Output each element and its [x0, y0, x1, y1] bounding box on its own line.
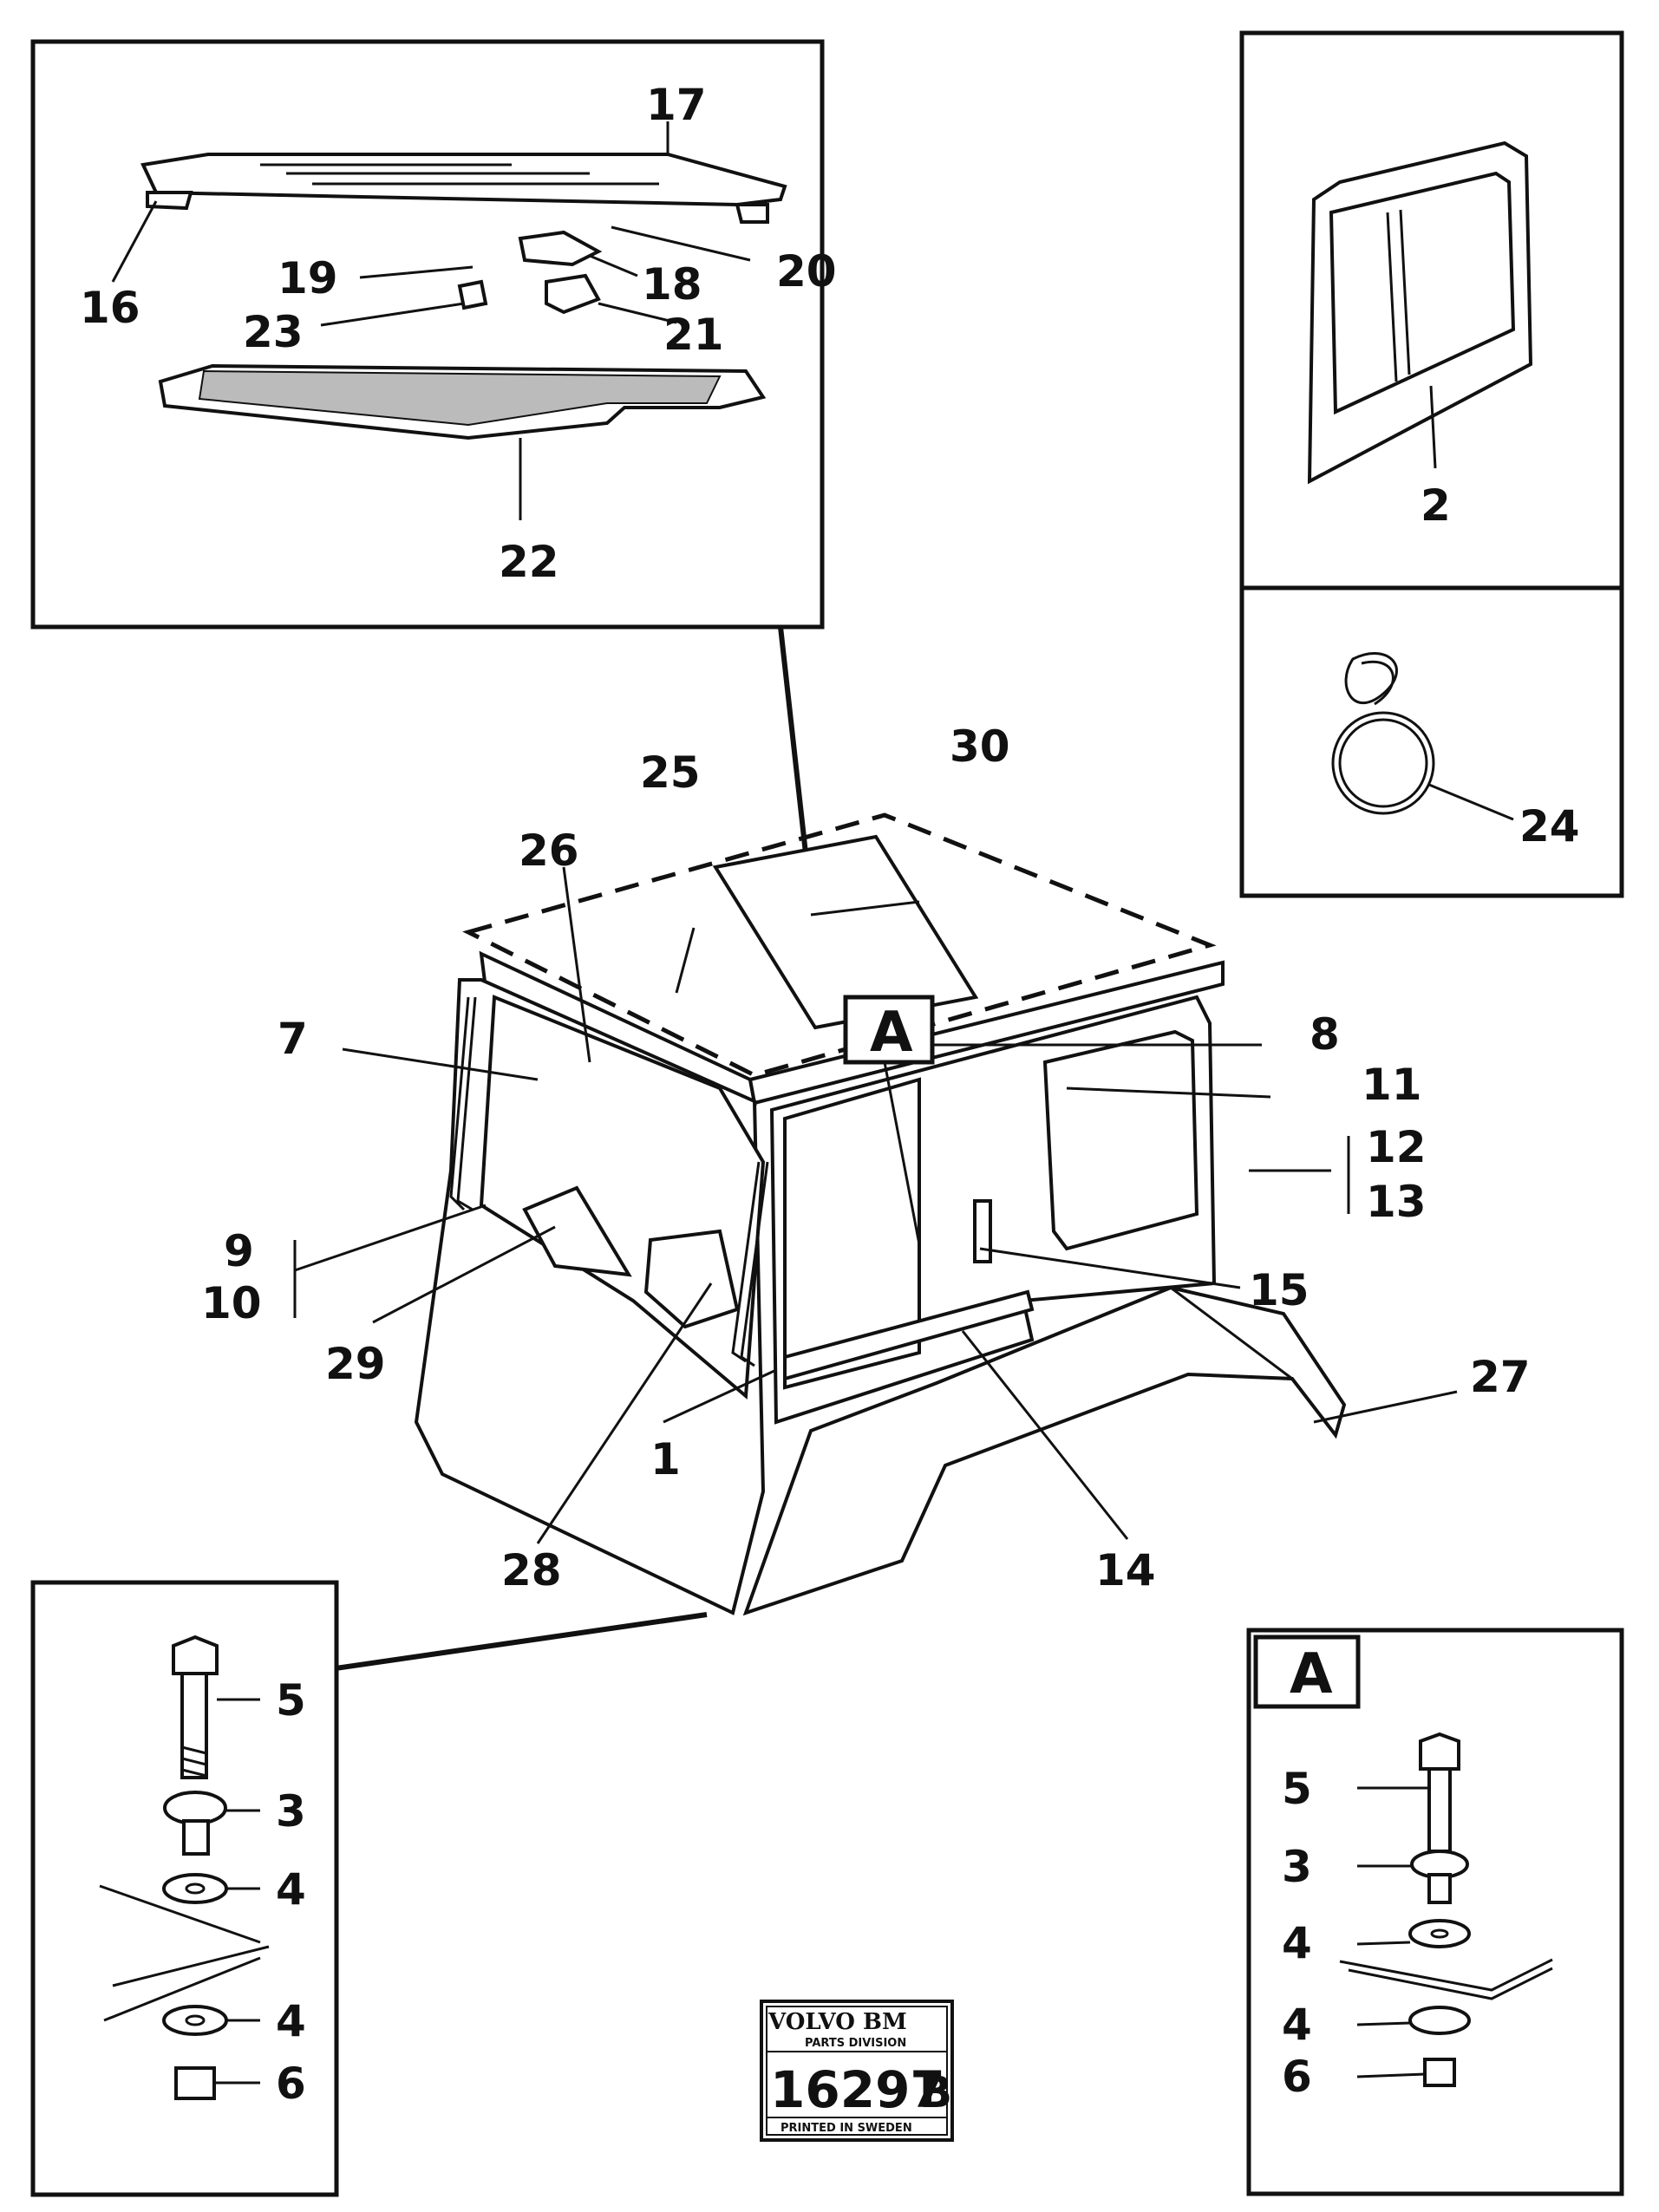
- callout-4: 4: [1282, 1918, 1312, 1968]
- detail-a-label: A: [1290, 1642, 1333, 1706]
- callout-30: 30: [950, 721, 1010, 772]
- callout-22: 22: [499, 537, 559, 587]
- callout-9: 9: [224, 1226, 254, 1276]
- callout-28: 28: [501, 1545, 562, 1595]
- callout-27: 27: [1470, 1352, 1531, 1402]
- callout-15: 15: [1249, 1265, 1310, 1315]
- callout-24: 24: [1519, 801, 1580, 852]
- callout-25: 25: [640, 747, 701, 798]
- callout-23: 23: [243, 307, 304, 357]
- inset-cab-mounting: 5 3 4 4 6: [30, 1580, 339, 2197]
- callout-4: 4: [276, 1864, 306, 1915]
- inset-door: 2: [1239, 30, 1624, 591]
- callout-10: 10: [201, 1278, 262, 1328]
- callout-18: 18: [642, 259, 702, 310]
- callout-29: 29: [325, 1339, 386, 1389]
- stamp-brand: VOLVO BM: [767, 2009, 907, 2035]
- callout-8: 8: [1310, 1009, 1340, 1060]
- callout-21: 21: [663, 310, 724, 360]
- callout-7: 7: [278, 1014, 308, 1064]
- detail-marker-a: A: [870, 1001, 913, 1065]
- callout-5: 5: [1282, 1764, 1312, 1814]
- callout-4: 4: [1282, 2000, 1312, 2050]
- cab-assembly: A 25 30 26 7 8 11 12 13 9 10 29 15 27 1 …: [201, 721, 1531, 1616]
- callout-16: 16: [80, 283, 140, 333]
- callout-1: 1: [650, 1434, 681, 1484]
- stamp-suffix: B: [919, 2067, 952, 2117]
- callout-3: 3: [276, 1786, 306, 1837]
- volvo-bm-stamp: VOLVO BM PARTS DIVISION 16297 B PRINTED …: [760, 2000, 954, 2142]
- inset-key-ring: 24: [1239, 585, 1624, 898]
- callout-20: 20: [776, 246, 837, 297]
- callout-14: 14: [1095, 1545, 1156, 1595]
- inset-detail-a: A 5 3 4 4 6: [1246, 1628, 1624, 2196]
- callout-17: 17: [646, 80, 707, 130]
- callout-4: 4: [276, 1996, 306, 2046]
- callout-2: 2: [1421, 480, 1451, 531]
- callout-11: 11: [1362, 1060, 1422, 1110]
- callout-6: 6: [1282, 2052, 1312, 2102]
- callout-19: 19: [278, 253, 338, 303]
- stamp-division: PARTS DIVISION: [805, 2037, 906, 2050]
- callout-12: 12: [1366, 1122, 1427, 1172]
- callout-3: 3: [1282, 1842, 1312, 1892]
- callout-26: 26: [519, 825, 579, 876]
- callout-5: 5: [276, 1675, 306, 1726]
- stamp-printed: PRINTED IN SWEDEN: [781, 2122, 912, 2135]
- callout-13: 13: [1366, 1177, 1427, 1227]
- inset-roof-hatch: 17 16 19 18 20 21 23 22: [30, 39, 837, 630]
- stamp-code: 16297: [770, 2060, 945, 2119]
- callout-6: 6: [276, 2059, 306, 2109]
